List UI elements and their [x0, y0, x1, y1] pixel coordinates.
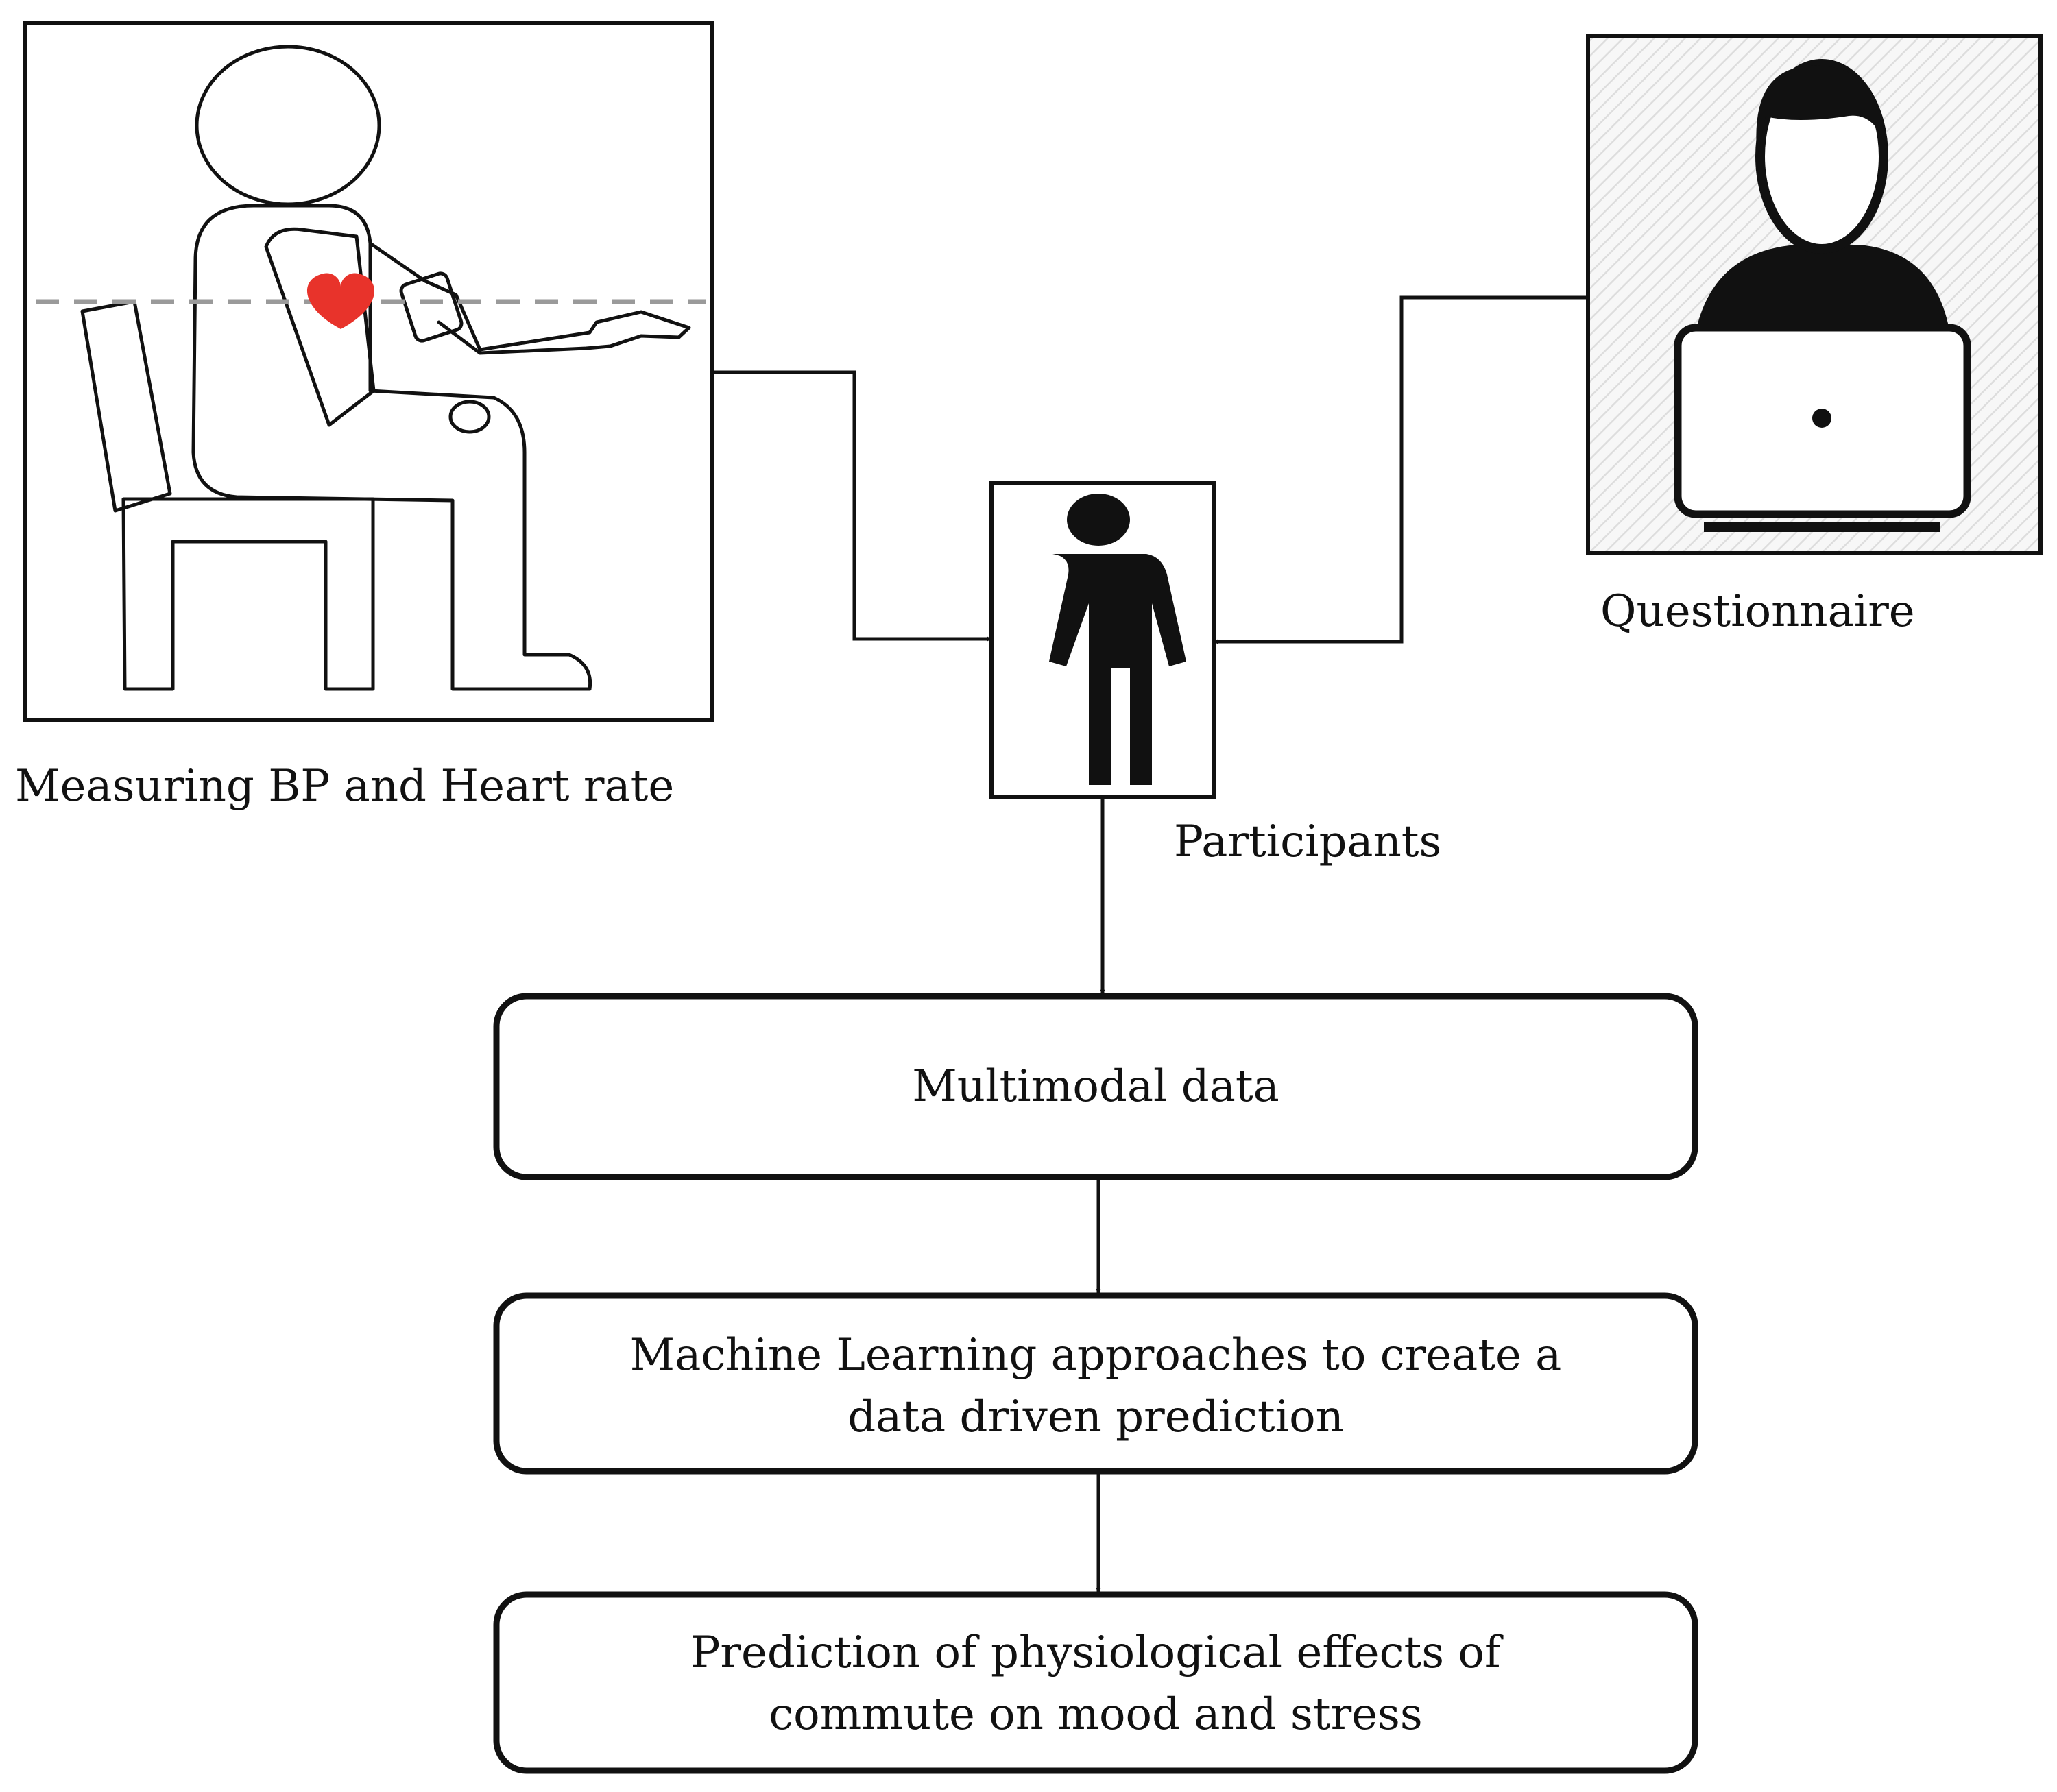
- prediction-label-line2: commute on mood and stress: [769, 1689, 1422, 1740]
- lap-hand-outline: [448, 400, 491, 434]
- connectors: [712, 295, 1588, 1593]
- laptop-base: [1704, 522, 1940, 532]
- ml-frame: [493, 1292, 1698, 1475]
- chair-seat: [121, 497, 375, 691]
- ml-label-line2: data driven prediction: [847, 1392, 1344, 1442]
- body-outline: [191, 204, 592, 691]
- bp-measurement-panel: [23, 21, 714, 722]
- user-hair: [1756, 65, 1887, 158]
- prediction-box: Prediction of physiological effects of c…: [493, 1591, 1698, 1774]
- participants-label: Participants: [1174, 816, 1441, 867]
- chair-back: [80, 300, 172, 513]
- prediction-frame: [493, 1591, 1698, 1774]
- prediction-label-line1: Prediction of physiological effects of: [690, 1627, 1504, 1678]
- user-shoulders: [1694, 245, 1951, 343]
- bp-to-participant-arrow: [712, 370, 992, 642]
- measuring-label: Measuring BP and Heart rate: [15, 761, 674, 812]
- questionnaire-panel: [1586, 34, 2043, 555]
- participant-box: [989, 481, 1216, 799]
- bp-cuff: [399, 271, 464, 343]
- heart-icon: [306, 273, 375, 329]
- multimodal-frame: [493, 993, 1698, 1180]
- person-body: [1049, 554, 1186, 785]
- multimodal-label: Multimodal data: [912, 1061, 1279, 1112]
- upper-arm-outline: [264, 227, 376, 427]
- ml-label-line1: Machine Learning approaches to create a: [630, 1330, 1562, 1381]
- person-head: [1067, 494, 1130, 546]
- laptop-camera-dot: [1812, 409, 1831, 428]
- multimodal-box: Multimodal data: [493, 993, 1698, 1180]
- questionnaire-label: Questionnaire: [1600, 586, 1915, 637]
- ml-box: Machine Learning approaches to create a …: [493, 1292, 1698, 1475]
- questionnaire-to-participant-arrow: [1213, 295, 1588, 644]
- laptop-user-icon: [1674, 59, 1971, 532]
- person-silhouette-icon: [1049, 494, 1186, 785]
